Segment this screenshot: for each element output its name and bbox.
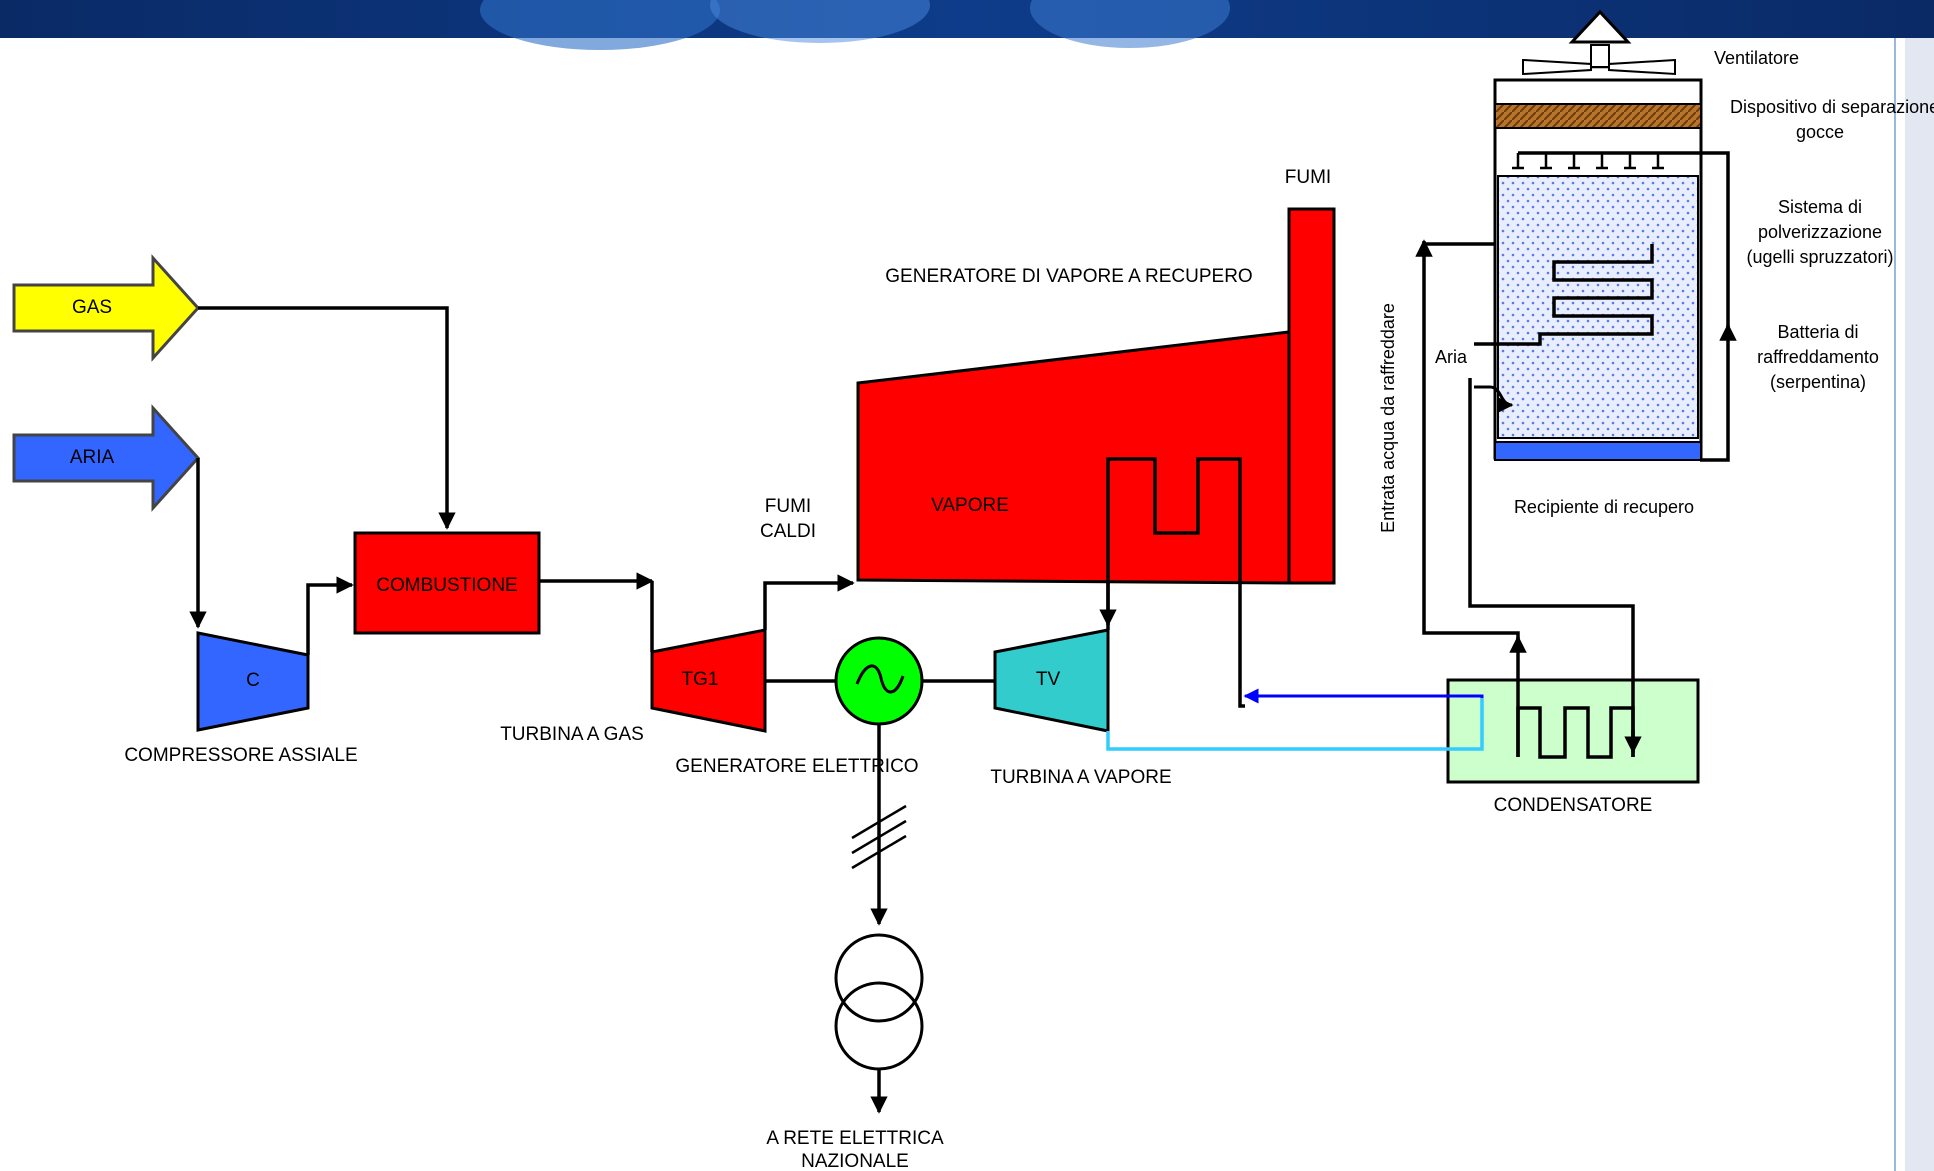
grid-caption-1: A RETE ELETTRICA <box>766 1128 944 1149</box>
steam-turbine-letter: TV <box>1036 669 1061 690</box>
fan-label: Ventilatore <box>1714 48 1799 68</box>
fumes-label: FUMI <box>1285 167 1331 188</box>
right-edge-band <box>1905 38 1934 1171</box>
condensate-return-line <box>1245 696 1482 698</box>
steam-turbine: TV <box>995 630 1108 731</box>
spray-label-3: (ugelli spruzzatori) <box>1746 247 1893 267</box>
compressor: C <box>198 633 308 730</box>
gas-turbine-caption: TURBINA A GAS <box>500 724 644 745</box>
compressor-letter: C <box>246 670 260 691</box>
hot-fumes-label-1: FUMI <box>765 496 811 517</box>
steam-turbine-exhaust-line <box>1108 698 1482 749</box>
spray-zone <box>1498 176 1698 438</box>
aria-label: ARIA <box>70 447 115 468</box>
gas-turbine: TG1 <box>652 630 765 731</box>
condenser-caption: CONDENSATORE <box>1494 795 1653 816</box>
transformer <box>836 935 922 1069</box>
spray-label-2: polverizzazione <box>1758 222 1882 242</box>
aria-arrow: ARIA <box>14 408 198 508</box>
generator-caption: GENERATORE ELETTRICO <box>675 756 918 777</box>
condenser <box>1448 680 1698 782</box>
gas-flow-line <box>198 308 447 528</box>
steam-label: VAPORE <box>931 495 1009 516</box>
combustion-chamber: COMBUSTIONE <box>355 533 539 633</box>
drop-separator <box>1495 104 1701 128</box>
compressor-outlet-line <box>308 585 352 655</box>
steam-turbine-caption: TURBINA A VAPORE <box>990 767 1171 788</box>
gas-label: GAS <box>72 297 112 318</box>
compressor-caption: COMPRESSORE ASSIALE <box>124 745 357 766</box>
recovery-basin <box>1495 442 1701 460</box>
hot-fumes-line <box>765 583 853 630</box>
cooling-tower <box>1495 80 1701 460</box>
drop-separator-label-1: Dispositivo di separazione <box>1730 97 1934 117</box>
hot-fumes-label-2: CALDI <box>760 521 816 542</box>
grid-caption-2: NAZIONALE <box>801 1151 909 1171</box>
basin-label: Recipiente di recupero <box>1514 497 1694 517</box>
hrsg-caption: GENERATORE DI VAPORE A RECUPERO <box>885 266 1252 287</box>
gas-turbine-letter: TG1 <box>682 669 719 690</box>
drop-separator-label-2: gocce <box>1796 122 1844 142</box>
coil-label-2: raffreddamento <box>1757 347 1879 367</box>
spray-label-1: Sistema di <box>1778 197 1862 217</box>
coil-label-1: Batteria di <box>1777 322 1858 342</box>
cooling-water-label: Entrata acqua da raffreddare <box>1378 303 1398 533</box>
gas-arrow: GAS <box>14 258 198 358</box>
header-band <box>0 0 1934 50</box>
air-label: Aria <box>1435 347 1468 367</box>
electric-generator <box>836 638 922 724</box>
coil-label-3: (serpentina) <box>1770 372 1866 392</box>
combustion-label: COMBUSTIONE <box>376 575 517 596</box>
